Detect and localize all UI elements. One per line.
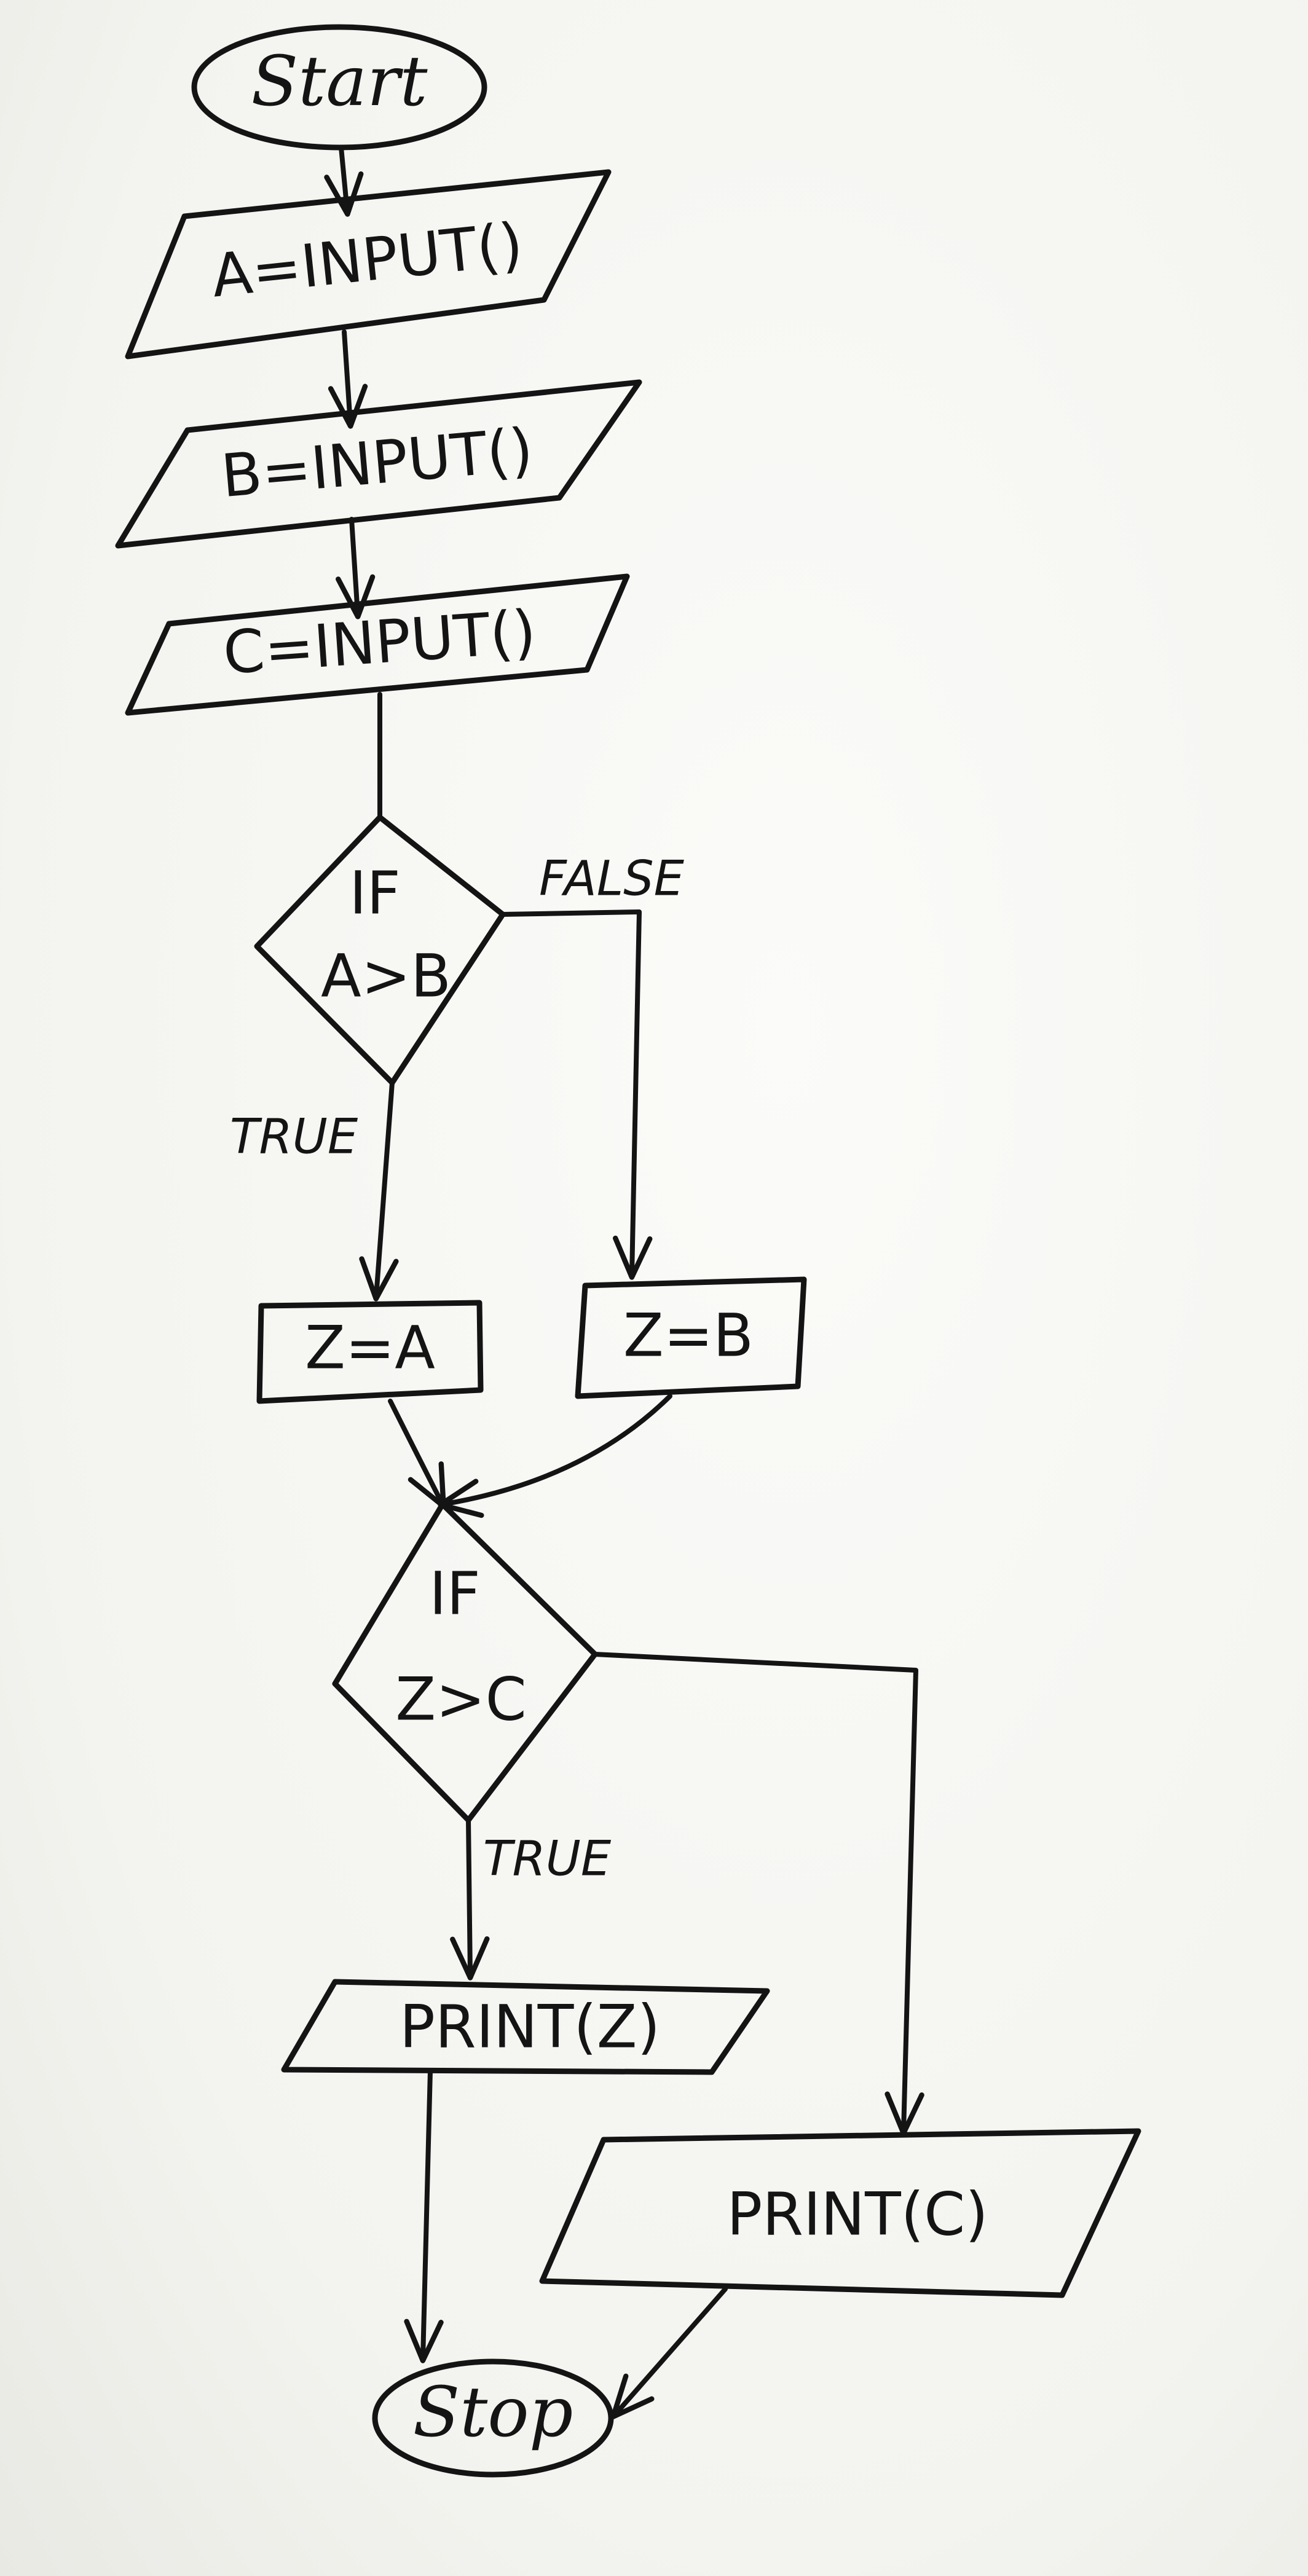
input-c-box	[125, 573, 630, 716]
edge-start-to-input-a	[324, 145, 364, 217]
input-a-box	[125, 169, 612, 359]
assign-z-b-box	[575, 1276, 807, 1399]
edge-decision-zc-true-to-print-z	[450, 1818, 490, 1981]
edge-ab-true-label: TRUE	[230, 1109, 358, 1164]
decision-z-gt-c-line2: Z>C	[395, 1665, 526, 1734]
edge-decision-ab-true-to-z-a	[359, 1080, 399, 1302]
decision-a-gt-b-line1: IF	[349, 858, 401, 927]
start-label: Start	[251, 42, 428, 122]
print-c-label: PRINT(C)	[727, 2180, 988, 2248]
assign-z-a-box	[256, 1300, 484, 1404]
edge-print-c-to-stop	[610, 2287, 728, 2419]
edge-z-b-to-decision-zc	[438, 1394, 672, 1518]
print-z-label: PRINT(Z)	[400, 1992, 660, 2061]
decision-a-gt-b-line2: A>B	[321, 941, 451, 1010]
print-c-box	[539, 2128, 1141, 2298]
edge-print-z-to-stop	[404, 2068, 444, 2363]
stop-label: Stop	[413, 2373, 573, 2452]
decision-z-gt-c-line1: IF	[429, 1559, 481, 1628]
print-z-box	[281, 1979, 770, 2075]
input-b-box	[115, 379, 642, 549]
assign-z-b-label: Z=B	[623, 1301, 754, 1370]
input-a-label: A=INPUT()	[208, 210, 526, 310]
edge-input-b-to-input-c	[336, 517, 376, 619]
edge-decision-ab-false-to-z-b	[500, 909, 653, 1280]
input-b-label: B=INPUT()	[218, 415, 535, 511]
edge-z-a-to-decision-zc	[388, 1399, 446, 1509]
edge-input-a-to-input-b	[328, 329, 368, 429]
decision-z-gt-c	[332, 1501, 598, 1823]
edge-decision-zc-false-to-print-c	[593, 1652, 924, 2136]
edge-zc-true-label: TRUE	[483, 1831, 612, 1887]
assign-z-a-label: Z=A	[305, 1313, 435, 1382]
edge-ab-false-label: FALSE	[539, 851, 685, 906]
